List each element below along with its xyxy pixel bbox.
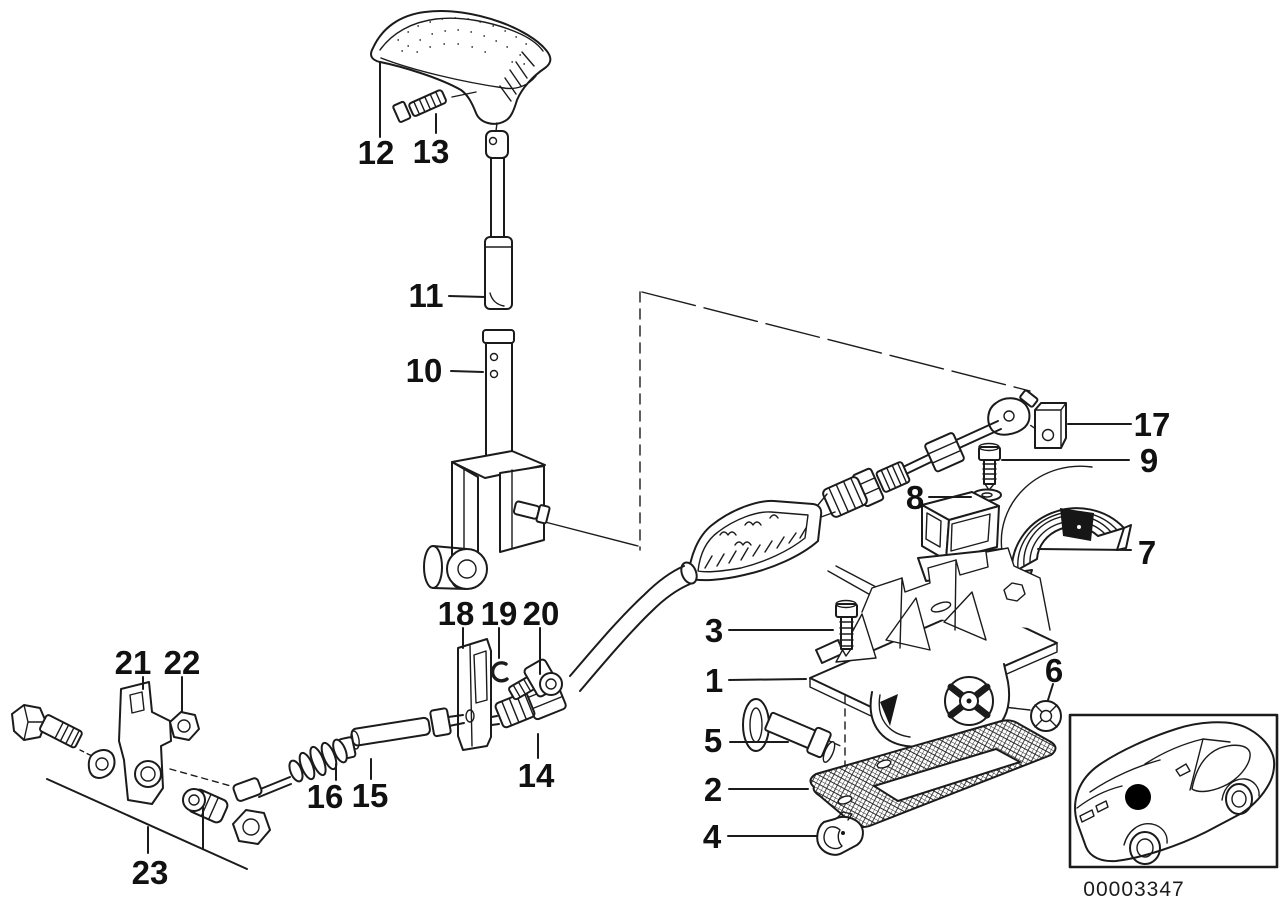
leader-lines	[46, 61, 1132, 870]
part-label-13[interactable]: 13	[413, 133, 450, 170]
part-labels: 12 13 11 10 17 9 8 7 18 19 20 3 1 6 21 2…	[115, 133, 1171, 891]
part-label-15[interactable]: 15	[352, 777, 389, 814]
component-location-dot	[1125, 784, 1151, 810]
drawing-number: 00003347	[1083, 878, 1184, 901]
selector-rod-drawing	[482, 130, 515, 462]
part-label-18[interactable]: 18	[438, 595, 475, 632]
part-label-9[interactable]: 9	[1140, 442, 1158, 479]
part-label-19[interactable]: 19	[481, 595, 518, 632]
part-label-16[interactable]: 16	[307, 778, 344, 815]
inset-frame	[1068, 713, 1279, 869]
gasket-drawing	[809, 719, 1057, 829]
part-label-12[interactable]: 12	[358, 134, 395, 171]
part-label-17[interactable]: 17	[1134, 406, 1171, 443]
cable-guide-arch-drawing	[917, 465, 1132, 586]
part-label-14[interactable]: 14	[518, 757, 555, 794]
car-silhouette-icon	[1074, 721, 1276, 865]
cable-tube-drawing	[474, 565, 691, 729]
part-label-6[interactable]: 6	[1045, 652, 1063, 689]
part-label-7[interactable]: 7	[1138, 534, 1156, 571]
part-label-22[interactable]: 22	[164, 644, 201, 681]
part-label-8[interactable]: 8	[906, 479, 924, 516]
part-label-11[interactable]: 11	[409, 277, 444, 314]
clip-plate-screw-washer-drawing	[972, 402, 1067, 502]
part-label-2[interactable]: 2	[704, 771, 722, 808]
part-label-1[interactable]: 1	[705, 662, 723, 699]
car-position-inset: 00003347	[1068, 713, 1279, 901]
support-bracket-hardware-drawing	[11, 681, 271, 845]
part-label-3[interactable]: 3	[705, 612, 723, 649]
lever-bracket-drawing	[423, 450, 551, 590]
shift-housing-drawing	[809, 547, 1058, 749]
part-label-10[interactable]: 10	[406, 352, 443, 389]
part-label-23[interactable]: 23	[132, 854, 169, 891]
cable-sheath-drawing	[680, 499, 823, 585]
part-label-21[interactable]: 21	[115, 644, 152, 681]
part-label-20[interactable]: 20	[523, 595, 560, 632]
knob-screw-drawing	[392, 89, 477, 123]
fasteners-drawing	[742, 599, 1062, 856]
cable-sleeve-boot-drawing	[232, 707, 465, 802]
shift-knob-drawing	[370, 10, 552, 132]
cable-bracket-drawing	[457, 638, 563, 751]
cable-end-drawing	[817, 389, 1039, 518]
part-label-4[interactable]: 4	[703, 818, 722, 855]
part-label-5[interactable]: 5	[704, 722, 722, 759]
